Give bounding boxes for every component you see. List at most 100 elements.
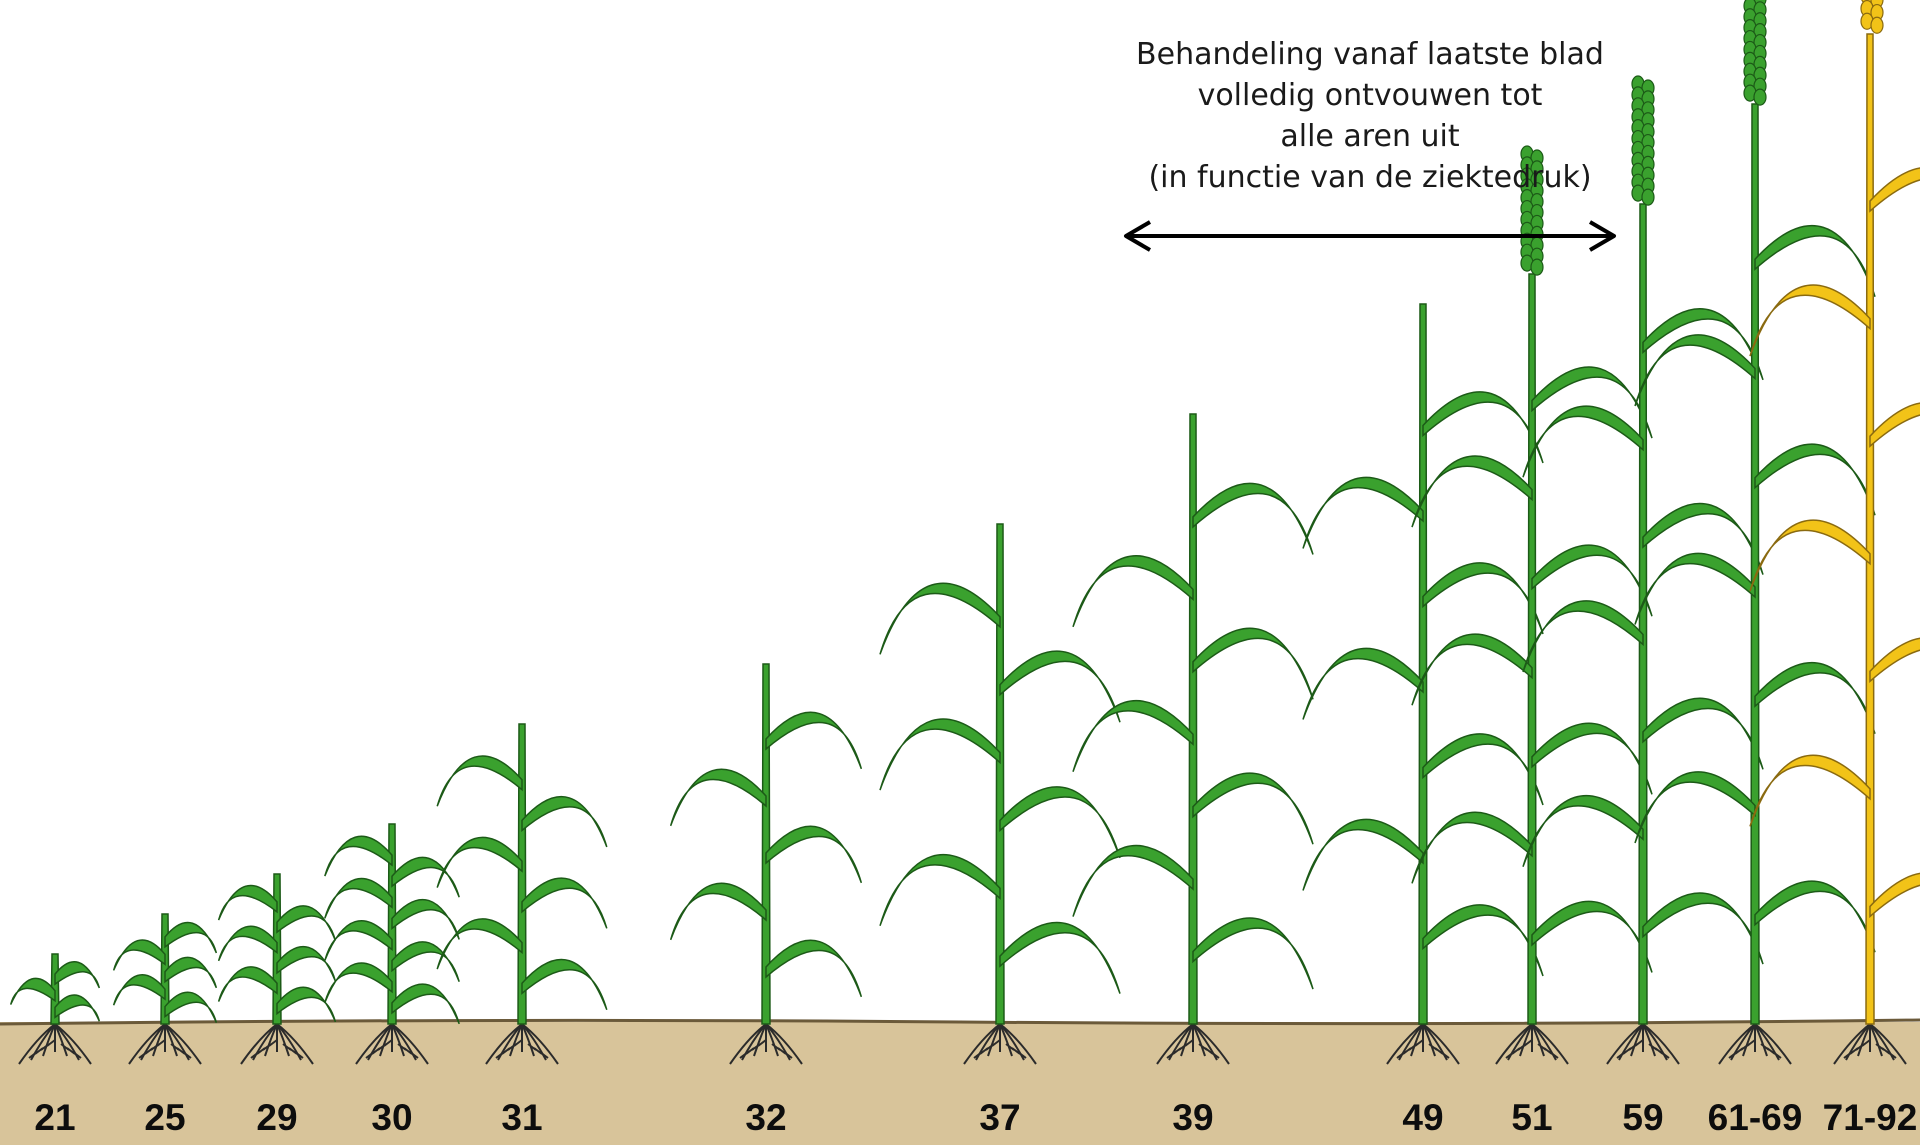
leaf-31: [436, 918, 523, 970]
leaf-71-92: [1749, 284, 1871, 357]
plant-stage-71-92: [1749, 0, 1920, 1065]
roots-25: [128, 1023, 202, 1065]
leaf-61-69: [1754, 224, 1876, 298]
roots-39: [1156, 1023, 1230, 1065]
leaf-25: [164, 921, 218, 954]
leaf-30: [391, 983, 460, 1025]
annotation-line-1: Behandeling vanaf laatste blad: [1136, 37, 1604, 72]
roots-30: [355, 1023, 429, 1065]
stem-37: [995, 523, 1005, 1025]
leaf-51: [1531, 366, 1653, 439]
stem-61-69: [1750, 103, 1760, 1025]
leaf-32: [765, 825, 863, 884]
stage-label-25: 25: [144, 1097, 186, 1138]
leaf-39: [1192, 917, 1314, 990]
stem-31: [517, 723, 527, 1025]
leaf-51: [1531, 722, 1653, 795]
leaf-30: [391, 899, 460, 940]
leaf-61-69: [1754, 443, 1876, 516]
leaf-31: [436, 836, 523, 888]
stem-71-92: [1865, 33, 1875, 1025]
leaf-51: [1531, 900, 1653, 973]
leaf-51: [1411, 811, 1533, 884]
leaf-32: [765, 939, 863, 998]
stage-label-59: 59: [1622, 1097, 1664, 1138]
leaf-59: [1642, 502, 1764, 575]
plant-stage-32: [669, 663, 863, 1065]
roots-31: [485, 1023, 559, 1065]
soil-surface-line: [0, 1018, 1920, 1026]
leaf-49: [1422, 391, 1544, 464]
leaf-51: [1531, 544, 1653, 617]
leaf-49: [1422, 733, 1544, 806]
leaf-31: [436, 755, 523, 807]
leaf-30: [324, 920, 393, 961]
stem-59: [1638, 203, 1648, 1025]
leaf-37: [999, 921, 1121, 994]
leaf-37: [999, 650, 1121, 723]
leaf-59: [1522, 794, 1644, 868]
plant-stage-61-69: [1634, 0, 1876, 1065]
plant-stage-21: [9, 953, 101, 1065]
leaf-49: [1302, 476, 1424, 549]
double-headed-arrow-icon: [1124, 220, 1616, 252]
leaf-29: [217, 884, 278, 921]
roots-71-92: [1833, 1023, 1907, 1065]
leaf-31: [521, 958, 608, 1011]
plant-stage-25: [112, 913, 218, 1065]
stage-label-51: 51: [1511, 1097, 1553, 1138]
leaf-71-92: [1749, 754, 1871, 827]
leaf-71-92: [1869, 872, 1920, 919]
plants-group: [9, 0, 1920, 1065]
leaf-37: [879, 582, 1001, 655]
stage-label-30: 30: [371, 1097, 413, 1138]
ear-59: [1631, 75, 1655, 206]
leaf-29: [217, 966, 278, 1002]
plant-stage-39: [1072, 413, 1314, 1065]
plant-stage-31: [436, 723, 608, 1065]
leaf-49: [1302, 647, 1424, 720]
leaf-59: [1642, 308, 1764, 381]
roots-37: [963, 1023, 1037, 1065]
leaf-59: [1642, 697, 1764, 770]
leaf-30: [391, 856, 460, 898]
leaf-21: [9, 977, 56, 1005]
leaf-32: [669, 882, 767, 941]
leaf-29: [276, 945, 337, 982]
leaf-61-69: [1754, 661, 1876, 735]
roots-61-69: [1718, 1023, 1792, 1065]
leaf-29: [217, 925, 278, 962]
roots-51: [1495, 1023, 1569, 1065]
leaf-30: [324, 835, 393, 877]
leaf-61-69: [1634, 552, 1756, 625]
leaf-25: [164, 991, 218, 1023]
stage-label-31: 31: [501, 1097, 543, 1138]
leaf-39: [1192, 482, 1314, 555]
leaf-49: [1422, 562, 1544, 635]
annotation-line-4: (in functie van de ziektedruk): [1148, 160, 1592, 195]
leaf-71-92: [1869, 167, 1920, 213]
leaf-32: [669, 768, 767, 827]
leaf-30: [324, 877, 393, 919]
leaf-37: [879, 718, 1001, 791]
stage-label-21: 21: [34, 1097, 76, 1138]
leaf-25: [112, 939, 166, 971]
roots-32: [729, 1023, 803, 1065]
stem-32: [761, 663, 771, 1025]
ear-71-92: [1860, 0, 1884, 34]
ear-51: [1520, 145, 1544, 276]
leaf-39: [1192, 772, 1314, 845]
leaf-39: [1072, 844, 1194, 917]
leaf-49: [1422, 904, 1544, 977]
leaf-30: [324, 962, 393, 1004]
stage-label-29: 29: [256, 1097, 298, 1138]
leaf-59: [1522, 600, 1644, 673]
plant-stage-49: [1302, 303, 1544, 1065]
roots-59: [1606, 1023, 1680, 1065]
leaf-25: [164, 956, 218, 989]
leaf-51: [1411, 455, 1533, 528]
leaf-32: [765, 711, 863, 770]
stage-label-32: 32: [745, 1097, 787, 1138]
plant-stage-59: [1522, 75, 1764, 1065]
